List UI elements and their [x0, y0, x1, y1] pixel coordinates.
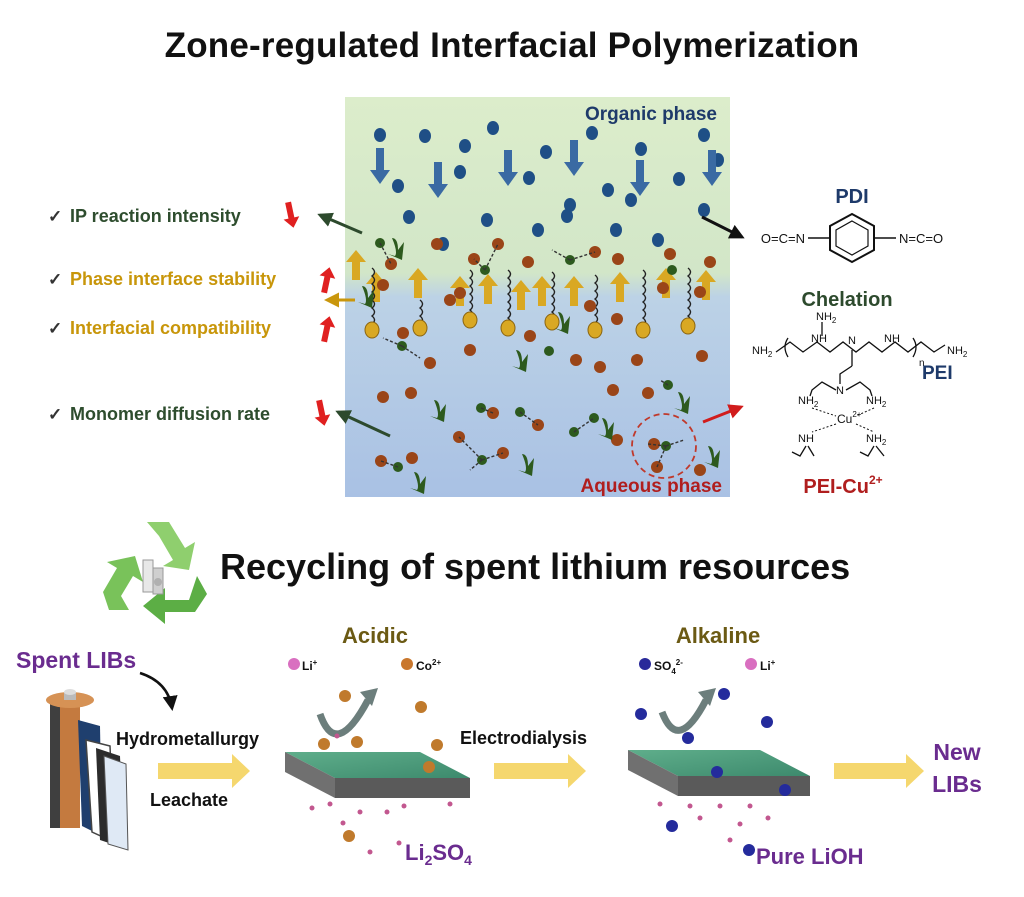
- pei-nh-2: NH: [884, 333, 900, 345]
- alkaline-li-label: Li+: [760, 658, 776, 673]
- recycle-icon: [103, 522, 207, 624]
- aqueous-phase-label: Aqueous phase: [581, 476, 722, 497]
- check-icon: ✓: [48, 319, 62, 338]
- new-libs-line2: LIBs: [932, 771, 982, 797]
- chelation-arrow: [702, 404, 744, 424]
- electrodialysis-label: Electrodialysis: [460, 728, 587, 748]
- svg-text:NH2: NH2: [752, 345, 773, 359]
- arrow-up-icon: [319, 316, 336, 343]
- cu-center: Cu2+: [837, 410, 862, 426]
- main-title: Zone-regulated Interfacial Polymerizatio…: [164, 26, 860, 65]
- pdi-left-group: O=C=N: [761, 231, 805, 246]
- alkaline-so4-label: SO42-: [654, 658, 683, 676]
- alkaline-transport-arrow: [658, 698, 710, 734]
- svg-text:NH2: NH2: [866, 433, 887, 447]
- pei-structure: Chelation NH2 NH2 NH NH N n NH2 N PEI NH…: [752, 289, 968, 498]
- svg-text:N: N: [836, 385, 844, 397]
- acidic-label: Acidic: [342, 623, 408, 648]
- pei-label: PEI: [922, 363, 953, 384]
- arrow-up-icon: [319, 267, 336, 294]
- chelation-label: Chelation: [801, 289, 892, 311]
- svg-text:NH2: NH2: [798, 395, 819, 409]
- effect-label-2: Phase interface stability: [70, 269, 276, 289]
- pei-nh-1: NH: [811, 333, 827, 345]
- acidic-transport-arrow: [316, 698, 372, 738]
- acidic-co-label: Co2+: [416, 658, 441, 673]
- effect-arrow-1: [317, 212, 363, 235]
- pei-nh2-right: NH: [947, 345, 963, 357]
- effect-label-3: Interfacial compatibility: [70, 318, 271, 338]
- leachate-label: Leachate: [150, 790, 228, 810]
- effect-label-1: IP reaction intensity: [70, 206, 241, 226]
- chelation-highlight: [631, 413, 697, 479]
- pdi-arrow: [701, 215, 745, 239]
- phase-particles: [346, 121, 724, 494]
- pei-n-center: N: [848, 335, 856, 347]
- pei-n-subscript: n: [919, 358, 925, 369]
- pei-cu-label: PEI-Cu2+: [803, 473, 882, 498]
- process-ions: [288, 658, 791, 856]
- organic-phase-label: Organic phase: [585, 104, 717, 125]
- new-libs-line1: New: [933, 739, 980, 765]
- pei-nh2-left: NH: [752, 345, 768, 357]
- li2so4-label: Li2SO4: [405, 840, 472, 868]
- arrow-down-icon: [314, 399, 331, 426]
- pdi-label: PDI: [835, 186, 868, 208]
- arrow-down-icon: [283, 201, 300, 228]
- membrane-alkaline: [628, 750, 810, 796]
- battery-icon: [46, 689, 129, 851]
- hydrometallurgy-label: Hydrometallurgy: [116, 729, 259, 749]
- spent-arrow: [139, 671, 178, 711]
- alkaline-label: Alkaline: [676, 623, 760, 648]
- check-icon: ✓: [48, 405, 62, 424]
- effect-label-4: Monomer diffusion rate: [70, 404, 270, 424]
- svg-text:NH2: NH2: [947, 345, 968, 359]
- membrane-acidic: [285, 752, 470, 798]
- svg-text:NH2: NH2: [816, 311, 837, 325]
- pdi-structure: PDI O=C=N N=C=O: [761, 186, 943, 264]
- recycling-title: Recycling of spent lithium resources: [220, 546, 851, 587]
- check-icon: ✓: [48, 270, 62, 289]
- svg-text:NH2: NH2: [866, 395, 887, 409]
- acidic-li-label: Li+: [302, 658, 318, 673]
- pure-lioh-label: Pure LiOH: [756, 844, 864, 869]
- spent-libs-label: Spent LIBs: [16, 647, 136, 673]
- pdi-right-group: N=C=O: [899, 231, 943, 246]
- effect-arrow-3: [335, 410, 391, 438]
- effects-list: ✓ IP reaction intensity ✓ Phase interface s…: [48, 201, 336, 426]
- check-icon: ✓: [48, 207, 62, 226]
- process-arrows: [158, 754, 924, 788]
- svg-text:NH: NH: [798, 433, 814, 445]
- phase-box: [345, 97, 730, 497]
